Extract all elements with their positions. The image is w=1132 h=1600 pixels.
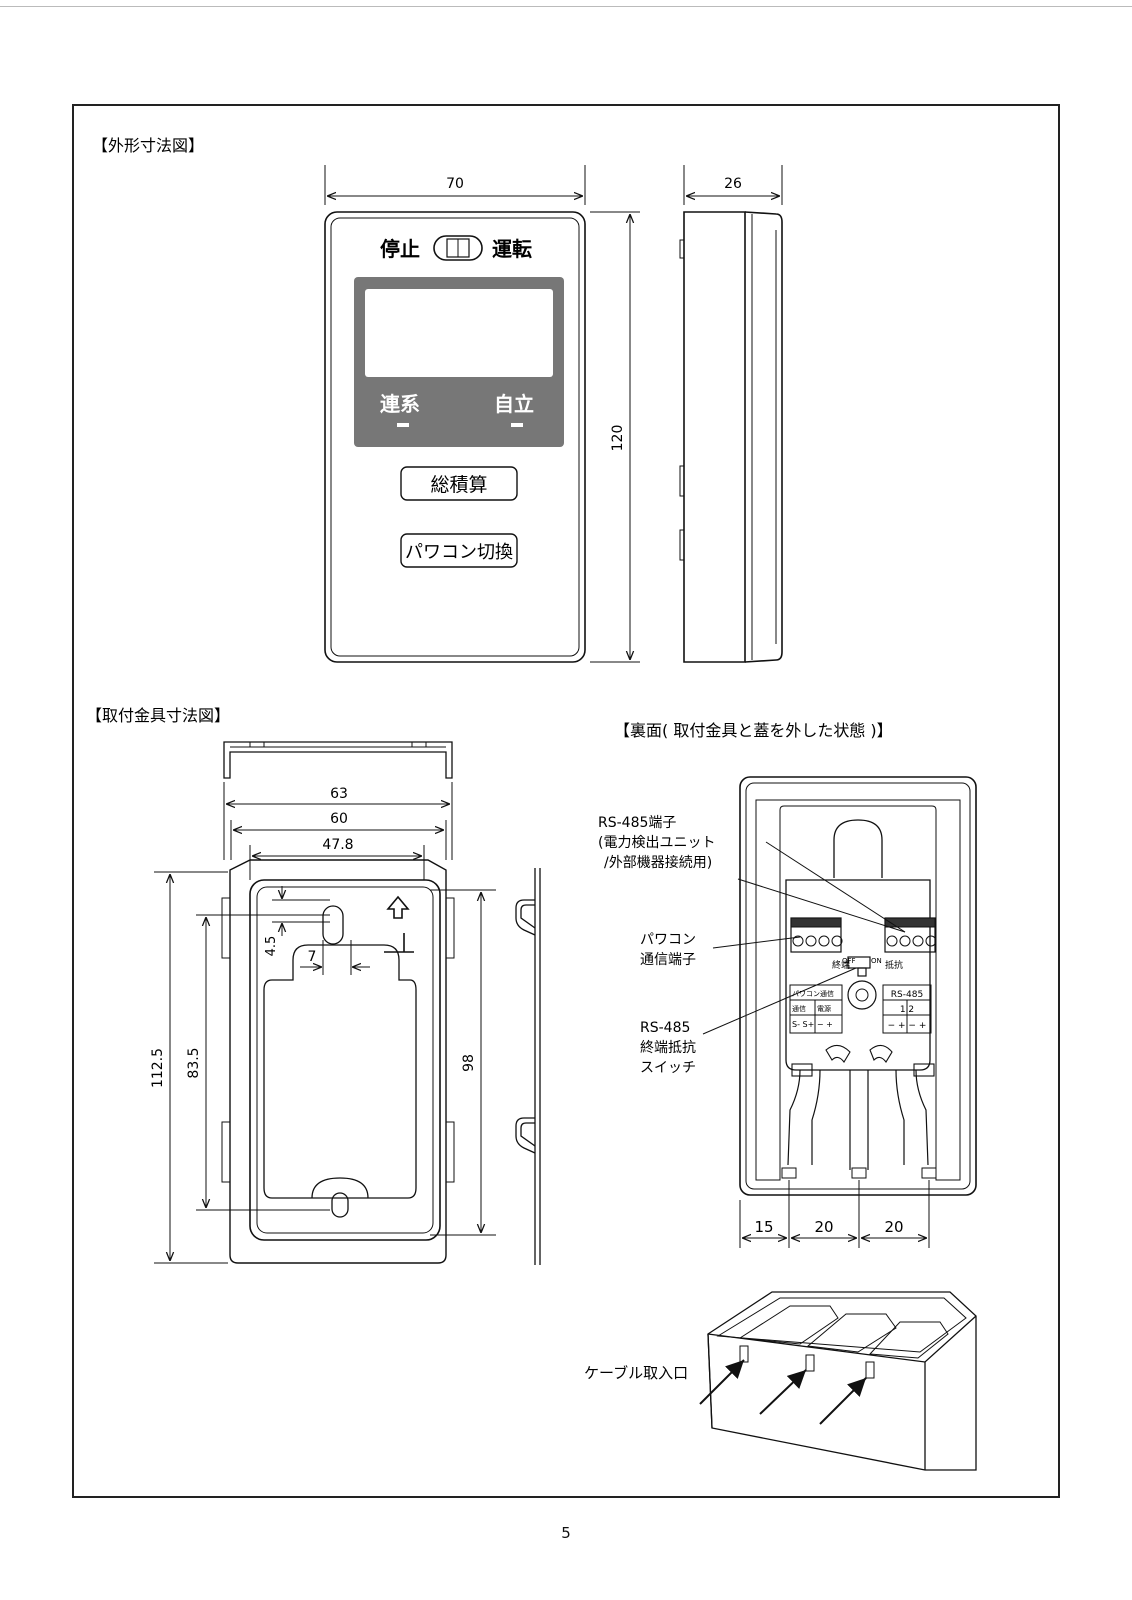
cable-inlet-label: ケーブル取入口 bbox=[584, 1364, 688, 1382]
bracket-view bbox=[154, 741, 496, 1264]
term-switch-line3: スイッチ bbox=[640, 1060, 696, 1076]
dim-depth: 26 bbox=[724, 176, 742, 192]
pcs-switch-button-label: パワコン切換 bbox=[405, 542, 513, 563]
tb-right-header: RS-485 bbox=[891, 990, 923, 1000]
dim-bracket-60: 60 bbox=[330, 811, 348, 827]
pcs-terminal-line2: 通信端子 bbox=[640, 952, 696, 968]
bracket-side-profile bbox=[515, 868, 541, 1265]
back-view-text: RS-485端子 (電力検出ユニット /外部機器接続用) パワコン 通信端子 R… bbox=[598, 815, 926, 1236]
dim-height: 120 bbox=[610, 425, 626, 452]
page-number: 5 bbox=[561, 1524, 571, 1542]
term-switch-line2: 終端抵抗 bbox=[640, 1040, 696, 1056]
rs485-terminal-line1: RS-485端子 bbox=[598, 815, 676, 831]
switch-stop-label: 停止 bbox=[380, 237, 420, 261]
terminal-block-right bbox=[884, 917, 937, 953]
switch-off-label: OFF bbox=[842, 957, 856, 965]
dim-bracket-98: 98 bbox=[461, 1054, 477, 1072]
dim-bracket-83-5: 83.5 bbox=[186, 1047, 202, 1078]
switch-on-label: ON bbox=[871, 957, 882, 965]
tb-right-row1: 1 2 bbox=[900, 1005, 914, 1015]
dim-bracket-112-5: 112.5 bbox=[150, 1048, 166, 1088]
back-view bbox=[702, 776, 977, 1248]
rs485-terminal-line3: /外部機器接続用) bbox=[604, 854, 712, 871]
led-grid-label: 連系 bbox=[380, 392, 420, 416]
section-title-outline: 【外形寸法図】 bbox=[92, 136, 204, 155]
switch-run-label: 運転 bbox=[492, 237, 532, 261]
front-view bbox=[324, 165, 640, 663]
top-rule bbox=[0, 6, 1132, 7]
tb-left-row1a: 通信 bbox=[792, 1004, 806, 1013]
switch-label-left: 終端 bbox=[832, 959, 850, 971]
dim-back-15: 15 bbox=[754, 1218, 773, 1236]
dim-bracket-4-5: 4.5 bbox=[264, 936, 279, 957]
dim-bracket-47-8: 47.8 bbox=[322, 837, 353, 853]
section-title-bracket: 【取付金具寸法図】 bbox=[86, 706, 230, 725]
dim-back-20a: 20 bbox=[814, 1218, 833, 1236]
pcs-terminal-line1: パワコン bbox=[640, 932, 696, 948]
tb-left-row1b: 電源 bbox=[817, 1004, 831, 1013]
terminal-block-left bbox=[790, 917, 843, 953]
tb-left-header: パワコン通信 bbox=[792, 989, 834, 998]
front-view-text: 停止 運転 連系 自立 総積算 パワコン切換 70 120 bbox=[380, 176, 626, 563]
dim-back-20b: 20 bbox=[884, 1218, 903, 1236]
section-title-back: 【裏面( 取付金具と蓋を外した状態 )】 bbox=[614, 721, 893, 740]
side-view bbox=[679, 165, 783, 663]
total-button-label: 総積算 bbox=[430, 474, 487, 496]
term-switch-line1: RS-485 bbox=[640, 1020, 690, 1036]
tb-left-row2: S- S+ − + bbox=[792, 1020, 833, 1029]
dim-width: 70 bbox=[446, 176, 464, 192]
diagram-frame bbox=[72, 104, 1060, 1498]
tb-right-row2: − + − + bbox=[888, 1021, 927, 1031]
led-standalone-label: 自立 bbox=[494, 392, 534, 416]
dim-bracket-7: 7 bbox=[308, 949, 317, 965]
bracket-dim-text: 63 60 47.8 112.5 83.5 98 4.5 7 bbox=[150, 786, 477, 1088]
perspective-view bbox=[699, 1291, 977, 1471]
switch-label-right: 抵抗 bbox=[885, 959, 903, 971]
rs485-terminal-line2: (電力検出ユニット bbox=[598, 835, 715, 851]
dim-bracket-63: 63 bbox=[330, 786, 348, 802]
